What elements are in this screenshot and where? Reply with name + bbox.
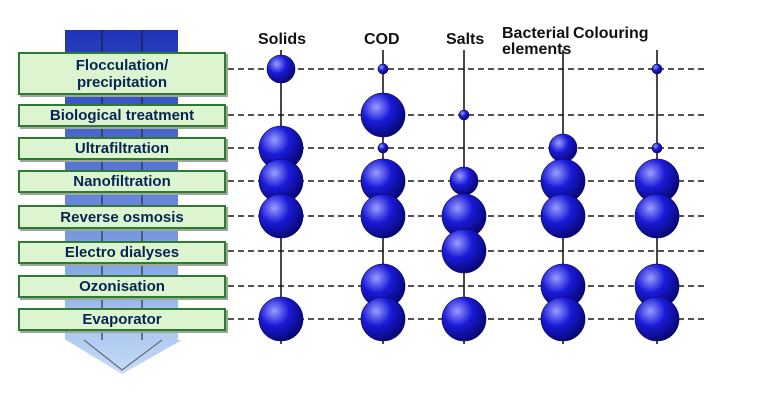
process-box-evaporator: Evaporator bbox=[18, 308, 226, 331]
marker-nanofiltration-salts bbox=[449, 166, 479, 196]
column-header-cod: COD bbox=[364, 31, 400, 48]
process-box-reverse-osmosis: Reverse osmosis bbox=[18, 205, 226, 229]
marker-reverse-osmosis-cod bbox=[360, 193, 406, 239]
marker-electro-dialyses-salts bbox=[441, 228, 487, 274]
process-box-ultrafiltration: Ultrafiltration bbox=[18, 137, 226, 160]
marker-ultrafiltration-bacterial bbox=[548, 133, 578, 163]
process-label: Nanofiltration bbox=[73, 173, 171, 190]
process-label: Electro dialyses bbox=[64, 244, 180, 261]
process-box-ozonisation: Ozonisation bbox=[18, 275, 226, 298]
marker-reverse-osmosis-solids bbox=[258, 193, 304, 239]
process-label: Evaporator bbox=[82, 311, 162, 328]
marker-evaporator-solids bbox=[258, 296, 304, 342]
column-header-solids: Solids bbox=[258, 31, 307, 48]
process-box-biological: Biological treatment bbox=[18, 104, 226, 127]
marker-evaporator-salts bbox=[441, 296, 487, 342]
process-box-flocculation: Flocculation/ precipitation bbox=[18, 52, 226, 95]
process-label: Reverse osmosis bbox=[60, 208, 184, 226]
process-label: Biological treatment bbox=[49, 107, 195, 124]
process-label: Ozonisation bbox=[79, 278, 165, 295]
marker-evaporator-colouring bbox=[634, 296, 680, 342]
marker-flocculation-cod bbox=[377, 63, 389, 75]
marker-flocculation-colouring bbox=[651, 63, 663, 75]
marker-evaporator-bacterial bbox=[540, 296, 586, 342]
marker-ultrafiltration-colouring bbox=[651, 142, 663, 154]
marker-ultrafiltration-cod bbox=[377, 142, 389, 154]
marker-biological-cod bbox=[360, 92, 406, 138]
marker-flocculation-solids bbox=[266, 54, 296, 84]
marker-evaporator-cod bbox=[360, 296, 406, 342]
column-header-salts: Salts bbox=[446, 31, 485, 48]
process-box-nanofiltration: Nanofiltration bbox=[18, 170, 226, 193]
column-header-bacterial: Bacterial elements bbox=[502, 25, 572, 58]
column-header-colouring: Colouring bbox=[573, 25, 649, 42]
arrow-chevron bbox=[83, 339, 163, 371]
process-box-electro-dialyses: Electro dialyses bbox=[18, 241, 226, 264]
effectiveness-markers bbox=[258, 54, 680, 342]
process-label: Ultrafiltration bbox=[74, 140, 170, 157]
marker-reverse-osmosis-colouring bbox=[634, 193, 680, 239]
process-label: Flocculation/ precipitation bbox=[75, 56, 169, 91]
marker-reverse-osmosis-bacterial bbox=[540, 193, 586, 239]
marker-biological-salts bbox=[458, 109, 470, 121]
